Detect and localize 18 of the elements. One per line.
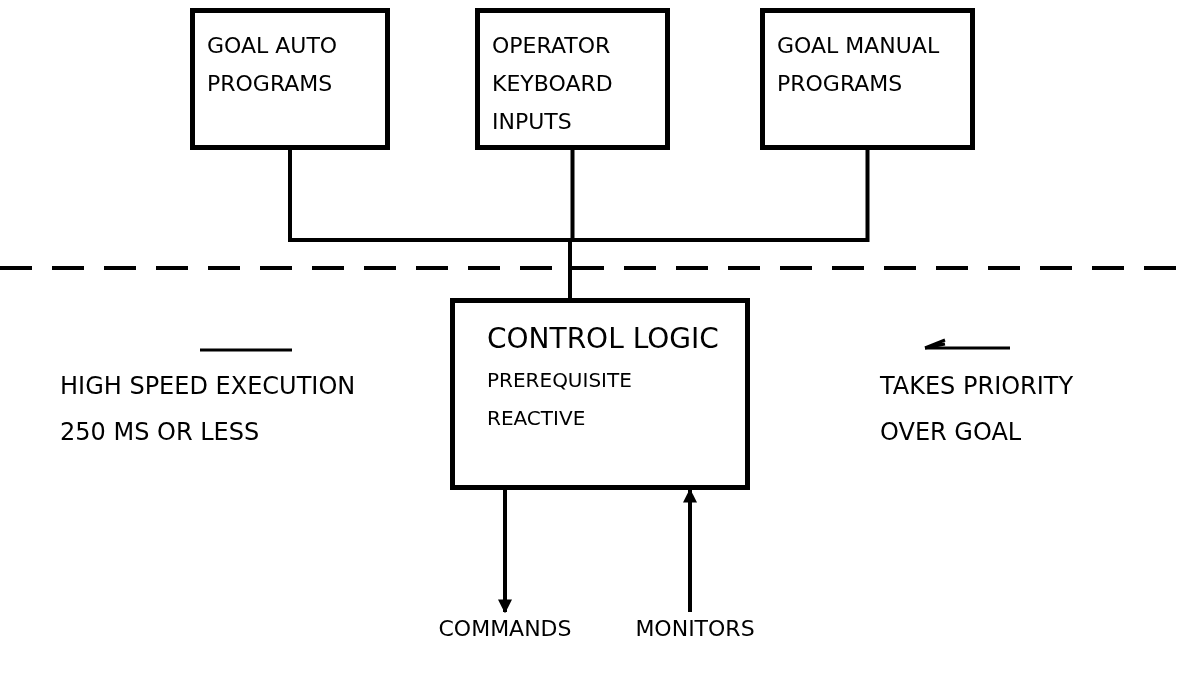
note-text: HIGH SPEED EXECUTION xyxy=(60,372,356,400)
arrow xyxy=(683,488,697,612)
process-box xyxy=(760,8,975,150)
box-text: PREREQUISITE REACTIVE xyxy=(486,367,633,432)
box-heading: GOAL AUTO PROGRAMS xyxy=(207,32,339,98)
process-box xyxy=(475,8,670,150)
arrow xyxy=(498,490,512,614)
connector-line xyxy=(568,150,870,298)
box-heading: CONTROL LOGIC xyxy=(486,321,720,357)
note-text: OVER GOAL xyxy=(880,418,1022,446)
box-heading: GOAL MANUAL PROGRAMS xyxy=(777,32,941,98)
node-label: COMMANDS xyxy=(430,616,580,652)
note-text: TAKES PRIORITY xyxy=(880,372,1074,400)
box-heading: OPERATOR KEYBOARD INPUTS xyxy=(492,32,614,136)
process-box xyxy=(190,8,390,150)
note-text: 250 MS OR LESS xyxy=(60,418,260,446)
process-box xyxy=(450,298,750,490)
node-label: MONITORS xyxy=(620,616,770,652)
